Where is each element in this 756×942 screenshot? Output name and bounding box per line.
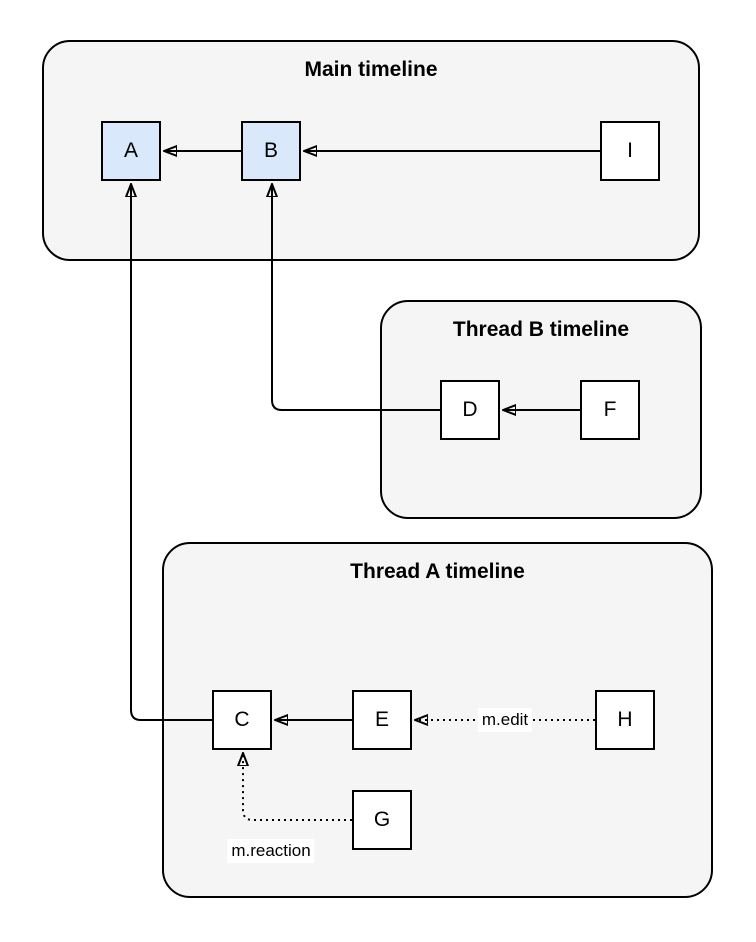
node-e: E <box>352 690 412 750</box>
node-h: H <box>595 690 655 750</box>
node-f: F <box>580 380 640 440</box>
node-g-label: G <box>373 808 391 831</box>
node-i-label: I <box>627 139 633 162</box>
node-b: B <box>241 121 301 181</box>
node-c-label: C <box>234 708 250 731</box>
container-title-thread-a-timeline: Thread A timeline <box>350 560 525 583</box>
node-h-label: H <box>617 708 633 731</box>
edge-label-m-edit: m.edit <box>477 708 533 732</box>
node-c: C <box>212 690 272 750</box>
edge-label-m-reaction: m.reaction <box>227 839 315 863</box>
node-d: D <box>440 380 500 440</box>
node-a-label: A <box>123 139 138 162</box>
container-title-main-timeline: Main timeline <box>304 58 438 81</box>
container-thread-b-timeline: Thread B timeline <box>380 300 702 519</box>
node-b-label: B <box>263 139 278 162</box>
node-g: G <box>352 790 412 850</box>
node-e-label: E <box>374 708 389 731</box>
container-title-thread-b-timeline: Thread B timeline <box>452 318 630 341</box>
node-i: I <box>600 121 660 181</box>
node-a: A <box>101 121 161 181</box>
node-d-label: D <box>462 398 478 421</box>
node-f-label: F <box>603 398 617 421</box>
